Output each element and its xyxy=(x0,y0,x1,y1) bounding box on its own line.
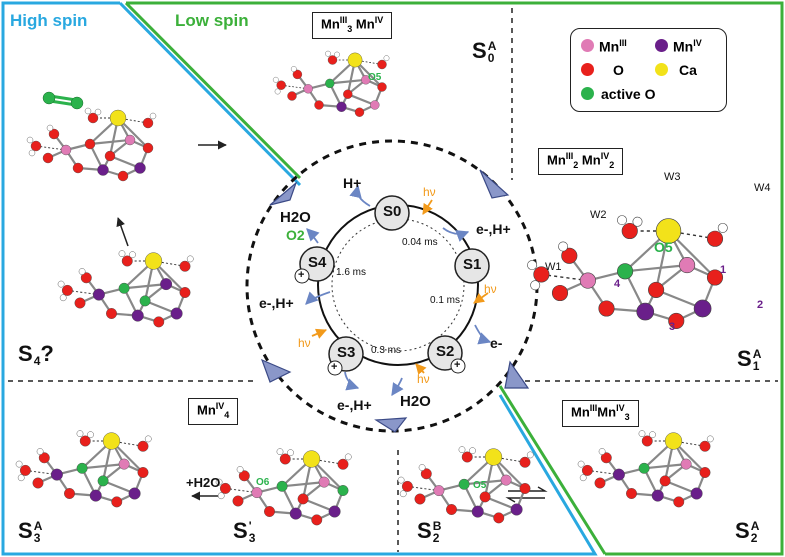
legend-ca-swatch xyxy=(655,63,668,76)
low-spin-label: Low spin xyxy=(175,11,249,30)
structure-s4-o2-release xyxy=(26,107,157,182)
legend-o-label: O xyxy=(613,62,624,78)
legend-mn4-label: MnIV xyxy=(673,38,702,55)
mn-number-2: 2 xyxy=(757,299,764,311)
state-s3p: S'3 xyxy=(233,518,256,546)
legend-mn4-swatch xyxy=(655,39,668,52)
time-s0-s1: 0.04 ms xyxy=(402,237,438,248)
node-label-s3: S3 xyxy=(337,344,356,361)
high-spin-border xyxy=(1,1,598,556)
structure-s3-prime xyxy=(215,448,352,526)
product-e-minus-s2: e- xyxy=(490,335,503,351)
cycle-node-s2 xyxy=(427,335,466,374)
quadrant-separators xyxy=(8,8,778,552)
product-e-h-plus-s3: e-,H+ xyxy=(337,397,372,413)
plus-s4: + xyxy=(298,269,305,281)
o5-label-s2b: O5 xyxy=(473,480,487,491)
cycle-node-s0 xyxy=(374,195,410,231)
product-e-h-plus-s4: e-,H+ xyxy=(259,295,294,311)
outer-cycle-arrowheads xyxy=(260,169,530,433)
structure-s1a xyxy=(527,215,728,329)
molecular-structures xyxy=(15,50,728,526)
structure-s2b xyxy=(397,446,534,524)
node-label-s2: S2 xyxy=(436,343,455,360)
structure-s0a xyxy=(272,50,390,117)
plus-s3: + xyxy=(331,361,338,373)
low-spin-border xyxy=(124,1,784,556)
mn-number-3: 3 xyxy=(669,321,676,333)
legend-o-swatch xyxy=(581,63,594,76)
light-arrows xyxy=(311,199,489,375)
o5-label-s1: O5 xyxy=(654,239,673,255)
mn-number-1: 1 xyxy=(720,264,727,276)
hv-s0: hν xyxy=(423,185,436,199)
o2-molecule xyxy=(42,91,84,110)
o5-label-s0: O5 xyxy=(368,72,382,83)
cycle-output-arrows xyxy=(305,184,492,397)
legend-mn3-swatch xyxy=(581,39,594,52)
plus-s2: + xyxy=(454,359,461,371)
input-h2o-s4: H2O xyxy=(280,209,311,226)
hv-s2: hν xyxy=(417,372,430,386)
ox-box-s2: MnIIIMnIV3 xyxy=(562,400,639,427)
legend-ca-label: Ca xyxy=(679,62,697,78)
transition-arrows xyxy=(116,140,227,501)
hv-s3: hν xyxy=(298,336,311,350)
cycle-node-s4 xyxy=(294,246,335,284)
time-s1-s2: 0.1 ms xyxy=(430,295,461,306)
time-s3-s4: 1.6 ms xyxy=(336,267,367,278)
node-label-s4: S4 xyxy=(308,254,327,271)
product-o2: O2 xyxy=(286,227,305,243)
time-s2-s3: 0.3 ms xyxy=(371,345,402,356)
product-e-h-plus-s1: e-,H+ xyxy=(476,221,511,237)
high-spin-label: High spin xyxy=(10,11,88,30)
water-w3: W3 xyxy=(664,171,681,183)
node-label-s1: S1 xyxy=(463,256,482,273)
water-w2: W2 xyxy=(590,209,607,221)
node-label-s0: S0 xyxy=(383,203,402,220)
structure-s3a xyxy=(15,430,152,508)
hv-s1: hν xyxy=(484,282,497,296)
cycle-node-s3 xyxy=(327,336,364,376)
water-w4: W4 xyxy=(754,182,771,194)
structure-s2a xyxy=(577,430,714,508)
cycle-node-s1 xyxy=(454,248,490,284)
ox-box-s0: MnIII3 MnIV xyxy=(312,12,393,39)
o6-label-s3: O6 xyxy=(256,477,270,488)
mn-number-4: 4 xyxy=(614,278,621,290)
legend: MnIII MnIV O Ca active O xyxy=(570,28,727,112)
structure-s4-question xyxy=(57,250,194,328)
input-h2o-s2: H2O xyxy=(400,393,431,410)
legend-active-o-label: active O xyxy=(601,86,656,102)
ox-box-s1: MnIII2 MnIV2 xyxy=(538,148,624,175)
water-w1: W1 xyxy=(545,261,562,273)
add-water-label: +H2O xyxy=(186,475,221,490)
ox-box-s3: MnIV4 xyxy=(188,398,239,425)
legend-mn3-label: MnIII xyxy=(599,38,627,55)
state-s4q: S 4? xyxy=(18,341,54,369)
product-h-plus: H+ xyxy=(343,175,362,191)
legend-active-o-swatch xyxy=(581,87,594,100)
